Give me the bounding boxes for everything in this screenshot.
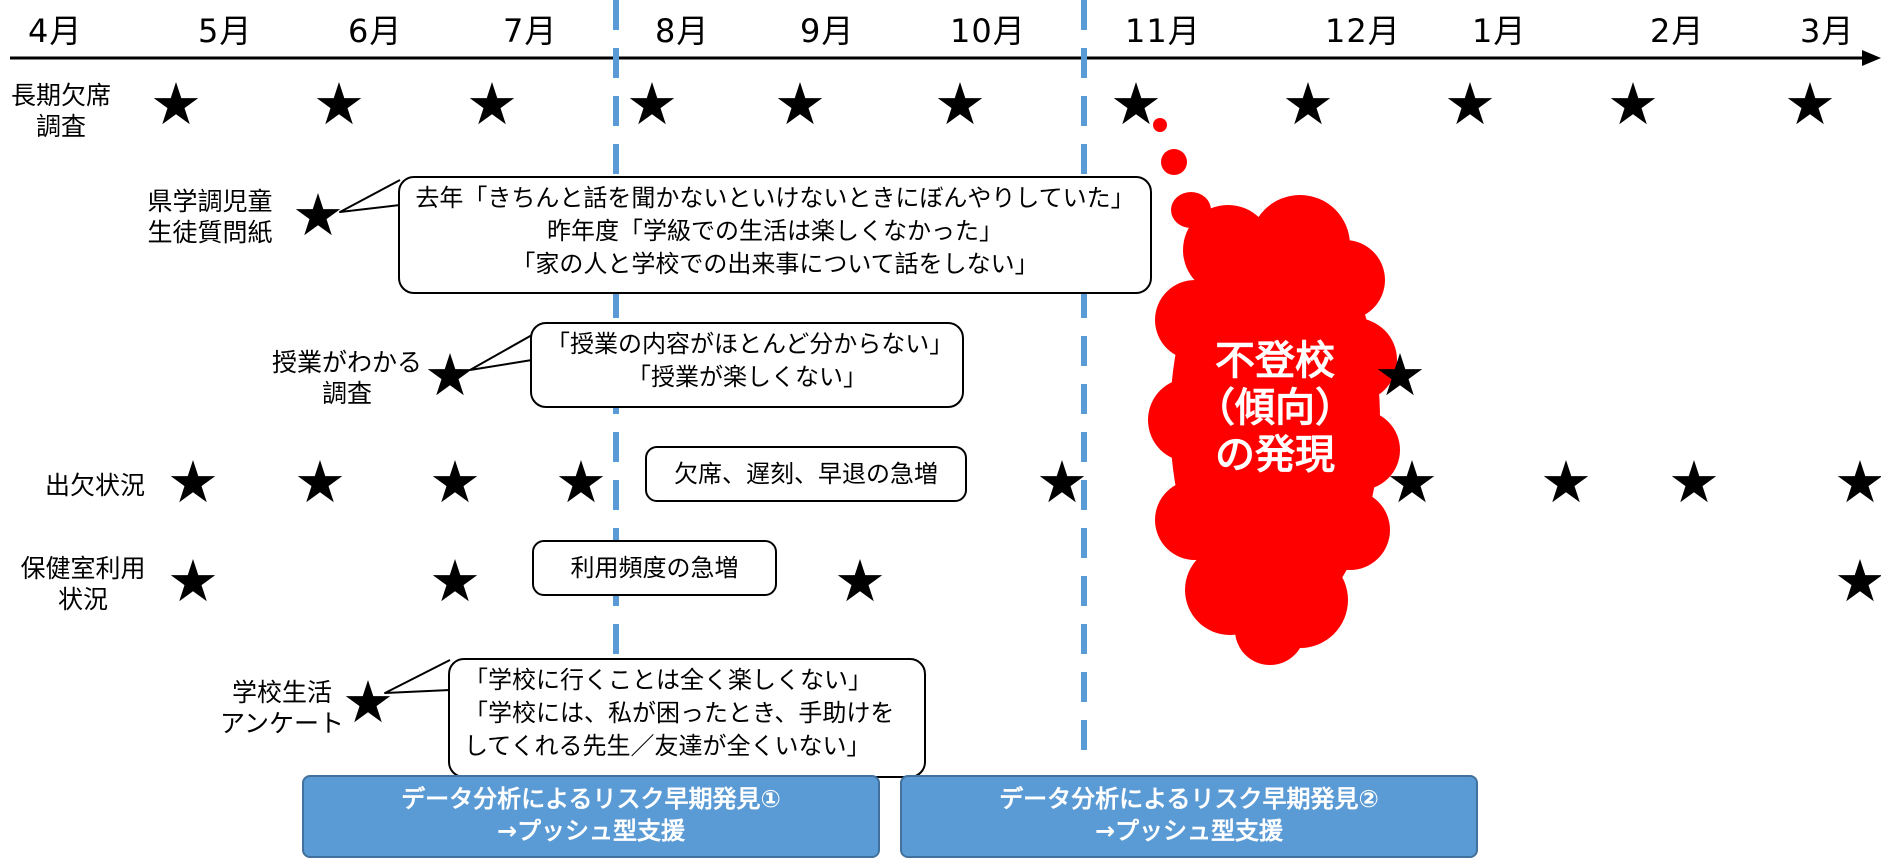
risk-cloud (1148, 195, 1400, 665)
callout-school-life: 「学校に行くことは全く楽しくない」 「学校には、私が困ったとき、手助けを してく… (448, 658, 926, 778)
star-icon: ★ (1834, 448, 1881, 516)
callout-tail-class (469, 334, 533, 371)
star-icon: ★ (167, 547, 219, 615)
month-label-may: 5月 (198, 12, 253, 50)
month-label-feb: 2月 (1650, 12, 1705, 50)
star-icon: ★ (292, 181, 344, 249)
row-label-attendance: 出欠状況 (44, 471, 145, 500)
star-icon: ★ (167, 448, 219, 516)
row-label-pref-survey: 県学調児童 生徒質問紙 (147, 187, 273, 247)
star-icon: ★ (1110, 70, 1162, 138)
star-icon: ★ (1784, 70, 1836, 138)
callout-health-room: 利用頻度の急増 (532, 540, 777, 596)
risk-detection-box-1: データ分析によるリスク早期発見① →プッシュ型支援 (302, 775, 880, 858)
star-icon: ★ (626, 70, 678, 138)
star-icon: ★ (1540, 448, 1592, 516)
month-label-mar: 3月 (1800, 12, 1855, 50)
star-icon: ★ (1282, 70, 1334, 138)
month-label-apr: 4月 (28, 12, 83, 50)
star-icon: ★ (1607, 70, 1659, 138)
star-icon: ★ (1374, 341, 1426, 409)
risk-detection-box-2: データ分析によるリスク早期発見② →プッシュ型支援 (900, 775, 1478, 858)
row-label-class-survey: 授業がわかる 調査 (271, 348, 422, 408)
star-icon: ★ (429, 448, 481, 516)
month-label-jun: 6月 (348, 12, 403, 50)
callout-class-survey: 「授業の内容がほとんど分からない」 「授業が楽しくない」 (530, 322, 964, 408)
month-label-nov: 11月 (1125, 12, 1201, 50)
star-icon: ★ (424, 341, 476, 409)
month-label-dec: 12月 (1325, 12, 1401, 50)
star-icon: ★ (555, 448, 607, 516)
month-label-jul: 7月 (503, 12, 558, 50)
star-icon: ★ (313, 70, 365, 138)
star-icon: ★ (466, 70, 518, 138)
star-icon: ★ (150, 70, 202, 138)
star-icon: ★ (1386, 448, 1438, 516)
month-label-sep: 9月 (800, 12, 855, 50)
row-label-long-absence: 長期欠席 調査 (10, 81, 111, 141)
row-label-school-life: 学校生活 アンケート (219, 678, 344, 738)
cloud-label: 不登校 （傾向） の発現 (1195, 338, 1355, 478)
callout-tail-pref (339, 179, 401, 213)
star-icon: ★ (342, 668, 394, 736)
month-label-jan: 1月 (1472, 12, 1527, 50)
timeline-arrowhead (1862, 50, 1881, 66)
star-icon: ★ (1668, 448, 1720, 516)
star-icon: ★ (429, 547, 481, 615)
thought-bubble-medium (1161, 149, 1187, 175)
star-icon: ★ (1444, 70, 1496, 138)
star-icon: ★ (1834, 547, 1881, 615)
star-icon: ★ (294, 448, 346, 516)
callout-tail-school (384, 659, 451, 694)
thought-bubble-small (1153, 118, 1167, 132)
month-label-aug: 8月 (655, 12, 710, 50)
month-label-oct: 10月 (950, 12, 1026, 50)
star-icon: ★ (934, 70, 986, 138)
row-label-health-room: 保健室利用 状況 (20, 554, 146, 614)
star-icon: ★ (834, 547, 886, 615)
callout-pref-survey: 去年「きちんと話を聞かないといけないときにぼんやりしていた」 昨年度「学級での生… (398, 176, 1152, 294)
star-icon: ★ (1036, 448, 1088, 516)
callout-attendance: 欠席、遅刻、早退の急増 (645, 446, 967, 502)
star-icon: ★ (774, 70, 826, 138)
